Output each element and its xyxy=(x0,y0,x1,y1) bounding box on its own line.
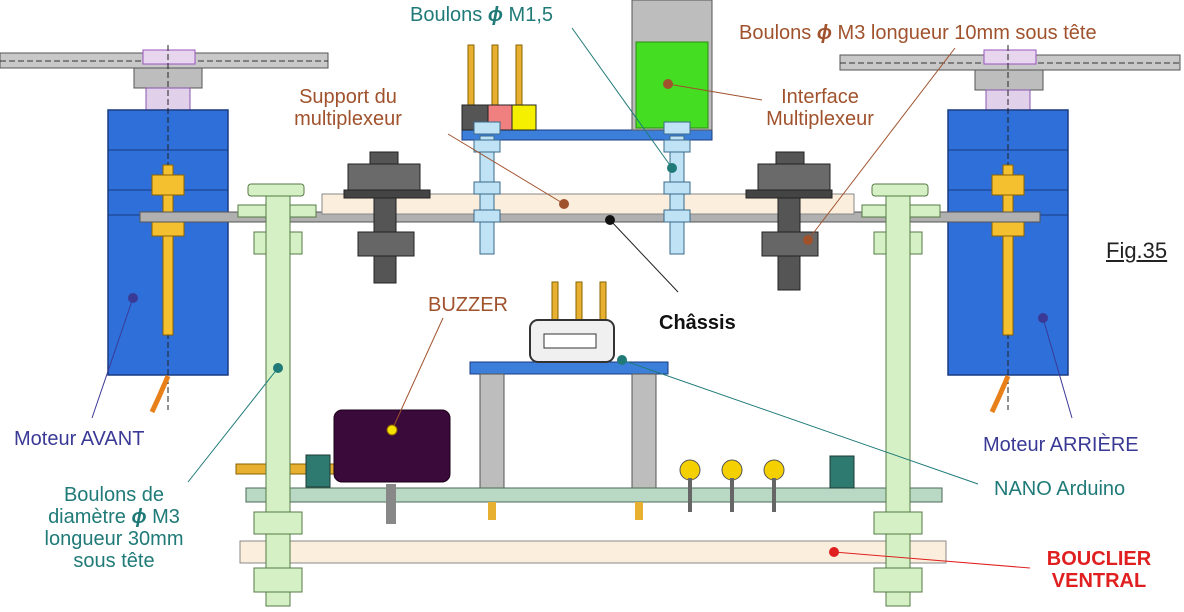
label-chassis: Châssis xyxy=(659,312,736,334)
label-support-multiplexeur: Support du multiplexeur xyxy=(294,86,402,130)
front-motor xyxy=(0,45,329,414)
main-board xyxy=(235,454,943,524)
label-boulons-m15: Boulons ϕ M1,5 xyxy=(410,4,554,26)
phi-symbol: ϕ xyxy=(816,22,832,44)
phi-symbol: ϕ xyxy=(131,506,147,528)
multiplexer-interface xyxy=(461,0,713,141)
label-moteur-arriere: Moteur ARRIÈRE xyxy=(983,434,1139,456)
leader-lines xyxy=(91,27,1073,569)
label-nano-arduino: NANO Arduino xyxy=(994,478,1126,500)
bolt-m3-left xyxy=(237,183,317,607)
nano-arduino xyxy=(469,281,669,491)
label-boulons-m3-10mm: Boulons ϕ M3 longueur 10mm sous tête xyxy=(739,22,1097,44)
label-moteur-avant: Moteur AVANT xyxy=(14,428,145,450)
dark-bolt-left xyxy=(343,151,431,284)
figure-label: Fig.35 xyxy=(1106,238,1168,263)
label-interface-multiplexeur: Interface Multiplexeur xyxy=(766,86,874,130)
leds xyxy=(679,459,785,512)
label-bouclier-ventral: BOUCLIER VENTRAL xyxy=(1046,548,1152,592)
ventral-shield xyxy=(239,540,947,564)
bolt-m15-left xyxy=(473,121,501,255)
phi-symbol: ϕ xyxy=(487,4,503,26)
bolt-m15-right xyxy=(663,121,691,255)
leader-dots xyxy=(128,79,1048,557)
bolt-m3-right xyxy=(861,183,941,607)
rear-motor xyxy=(839,45,1181,414)
multiplexer-support xyxy=(321,193,855,215)
buzzer xyxy=(333,409,451,483)
label-boulons-m3-30mm: Boulons de diamètre ϕ M3 longueur 30mm s… xyxy=(44,484,184,572)
label-buzzer: BUZZER xyxy=(428,294,508,316)
